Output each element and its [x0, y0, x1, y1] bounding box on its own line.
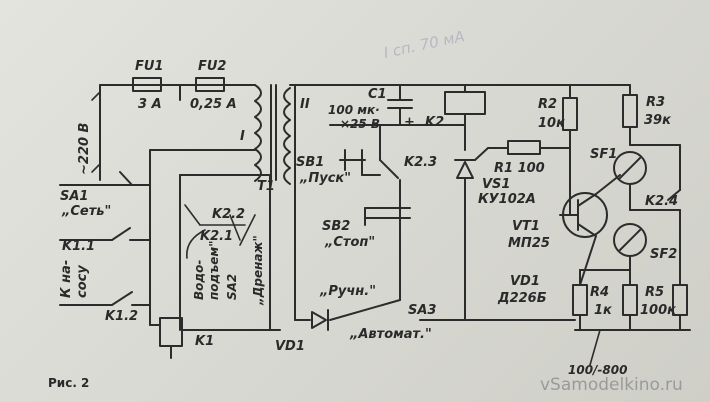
r1-resistor — [487, 140, 571, 216]
fu2-fuse — [195, 77, 225, 92]
transformer-t1 — [254, 84, 291, 185]
auto-label: „Автомат." — [349, 327, 432, 342]
r3-label: R3 — [646, 95, 665, 110]
pencil-note: I сп. 70 мА — [382, 27, 466, 62]
water-label-2: подъем" — [207, 241, 221, 300]
r2-resistor — [562, 84, 578, 149]
pump-label-2: сосу — [75, 265, 90, 298]
r1-label: R1 100 — [494, 161, 545, 176]
r4-label: R4 — [590, 285, 609, 300]
r3-resistor — [622, 84, 638, 146]
sa1-switch — [59, 171, 151, 186]
r3-value: 39к — [644, 113, 672, 128]
k24-contact — [629, 144, 681, 281]
k23-contact — [379, 124, 401, 201]
k1-label: K1 — [195, 334, 214, 349]
k12-contact — [59, 291, 151, 306]
sa2-label: SA2 — [225, 274, 239, 300]
k11-label: K1.1 — [62, 239, 95, 254]
bottom-note: 100/-800 — [568, 363, 627, 377]
fu1-label: FU1 — [135, 59, 163, 74]
fu1-value: 3 A — [138, 97, 162, 112]
vt1-transistor — [559, 174, 621, 286]
sb2-name: „Стоп" — [324, 235, 375, 250]
vs1-label: VS1 — [482, 177, 510, 192]
winding-2-label: II — [300, 97, 310, 112]
r5-label: R5 — [645, 285, 664, 300]
sf1-label: SF1 — [590, 147, 617, 162]
k1-relay-coil — [149, 317, 281, 359]
drain-label: „Дренаж" — [251, 235, 265, 306]
r4-resistor — [572, 269, 631, 331]
winding-1-label: I — [240, 129, 245, 144]
vt1-label: VT1 — [512, 219, 540, 234]
sf2-label: SF2 — [650, 247, 677, 262]
mains-input — [91, 84, 123, 181]
sb1-name: „Пуск" — [299, 171, 351, 186]
k22-label: K2.2 — [212, 207, 245, 222]
manual-label: „Ручн." — [319, 284, 376, 299]
k23-label: K2.3 — [404, 155, 437, 170]
k21-label: K2.1 — [200, 229, 233, 244]
vd1-left-diode — [311, 309, 329, 331]
sb1-label: SB1 — [296, 155, 324, 170]
k12-label: K1.2 — [105, 309, 138, 324]
k2-label: K2 — [425, 115, 444, 130]
watermark: vSamodelkino.ru — [540, 375, 683, 395]
sf1-sensor — [613, 151, 647, 211]
sb2-stop-button — [364, 199, 411, 281]
k11-contact — [59, 227, 151, 241]
vs1-type: КУ102А — [478, 192, 536, 207]
sa3-label: SA3 — [408, 303, 436, 318]
water-label-1: Водо- — [192, 260, 206, 300]
sb1-start-button — [329, 124, 401, 176]
fu1-fuse — [132, 77, 162, 92]
r2-label: R2 — [538, 97, 557, 112]
mains-voltage-label: ~220 B — [77, 122, 92, 175]
r4-value: 1к — [594, 303, 613, 318]
transformer-label: T1 — [257, 179, 275, 194]
vd1-left-label: VD1 — [275, 339, 305, 354]
sb2-label: SB2 — [322, 219, 350, 234]
sa3-selector — [294, 279, 471, 321]
fu2-label: FU2 — [198, 59, 226, 74]
pump-label-1: К на- — [59, 260, 74, 298]
k2-relay-coil — [399, 84, 486, 126]
vd1-type: Д226Б — [497, 291, 547, 306]
k24-label: K2.4 — [645, 194, 678, 209]
c1-label: C1 — [368, 87, 387, 102]
c1-value-1: 100 мк· — [328, 103, 380, 117]
sf2-sensor — [613, 223, 647, 271]
note-leader — [589, 329, 601, 366]
r2-value: 10к — [538, 116, 566, 131]
c1-capacitor — [387, 84, 413, 126]
c1-value-2: ×25 B — [340, 117, 380, 131]
sa2-switch-cluster — [179, 174, 271, 331]
vs1-thyristor — [454, 124, 489, 321]
sa1-label: SA1 — [60, 189, 88, 204]
figure-caption: Рис. 2 — [48, 376, 89, 390]
vt1-type: МП25 — [508, 236, 550, 251]
vd1-right-label: VD1 — [510, 274, 540, 289]
r5-resistor — [622, 269, 688, 331]
fu2-value: 0,25 A — [190, 97, 237, 112]
r5-value: 100к — [640, 303, 677, 318]
sa1-name: „Сеть" — [61, 204, 111, 219]
c1-plus: + — [404, 115, 415, 130]
